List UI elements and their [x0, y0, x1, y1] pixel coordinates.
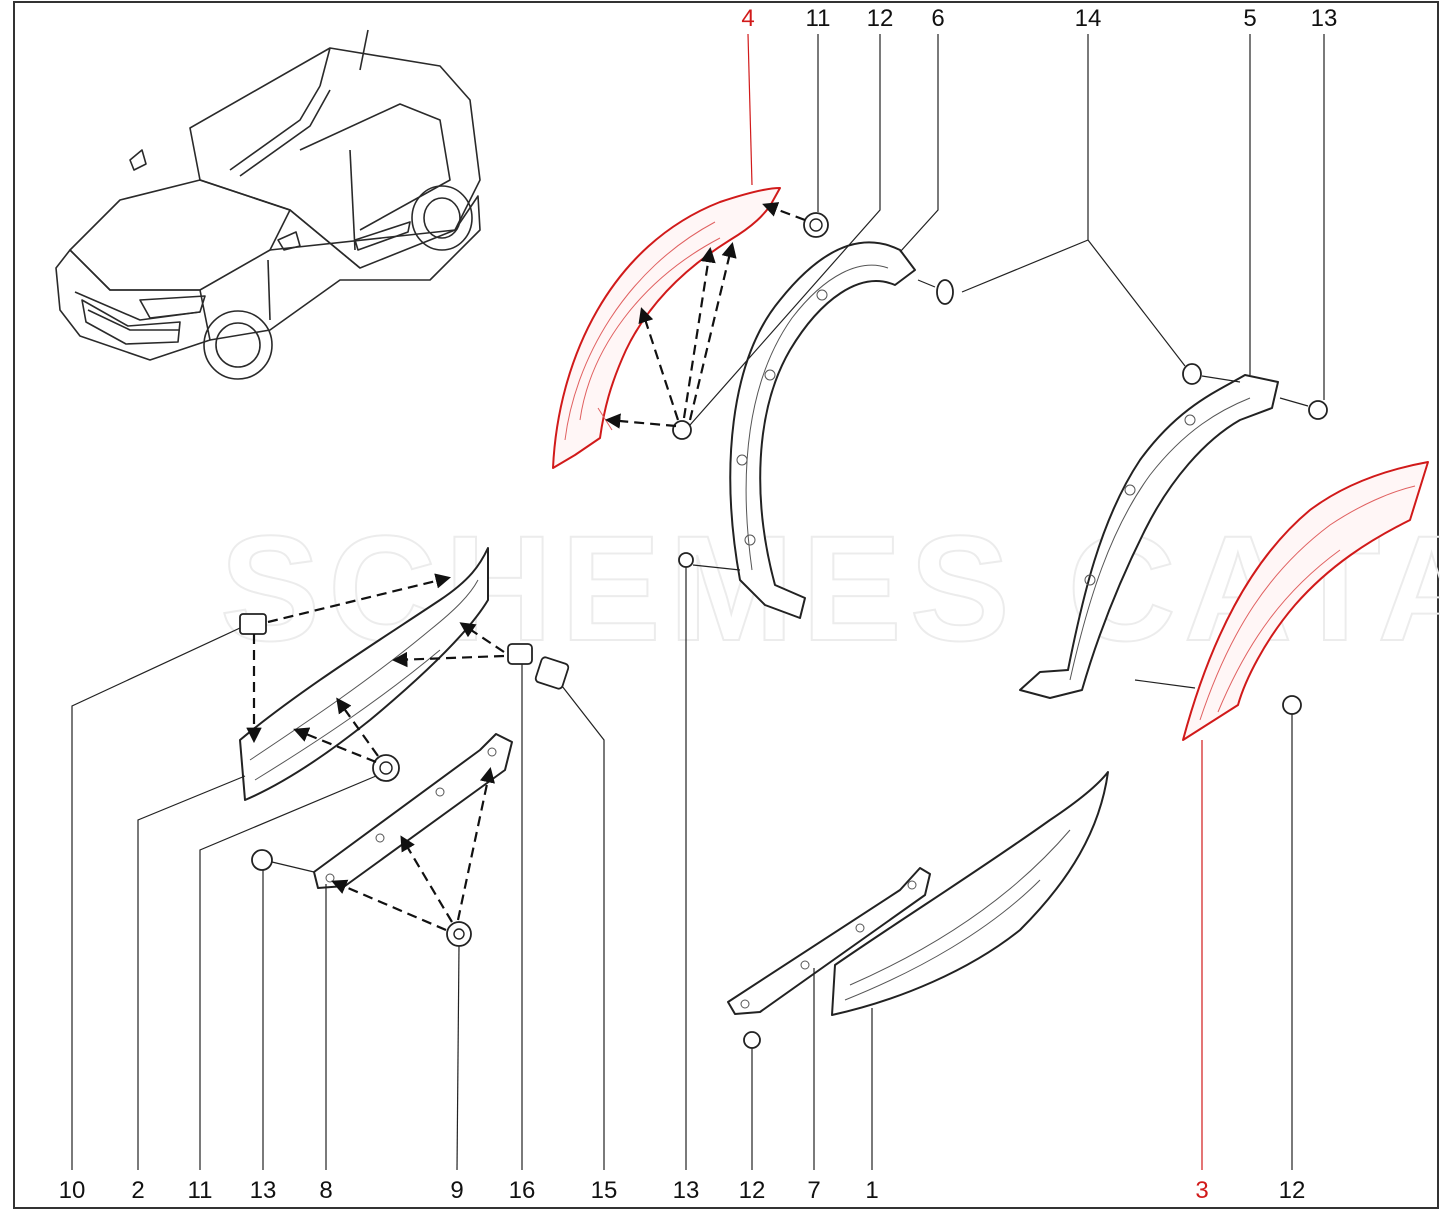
- label-part-7: 7: [807, 1177, 820, 1204]
- part-15-pad: [534, 656, 570, 690]
- car-overview-illustration: [55, 29, 481, 380]
- part-9-nut: [446, 921, 472, 947]
- part-14-grommet-right: [1182, 363, 1202, 385]
- part-5-rear-arch-bracket: [1019, 374, 1279, 699]
- label-part-6: 6: [931, 5, 944, 32]
- label-part-15: 15: [591, 1177, 618, 1204]
- part-10-clip: [239, 613, 267, 635]
- assembly-arrows-part-8: [331, 766, 495, 932]
- label-part-10: 10: [59, 1177, 86, 1204]
- part-13-clip-mid: [678, 552, 694, 568]
- part-13-clip-right: [1308, 400, 1328, 420]
- label-part-1: 1: [865, 1177, 878, 1204]
- leader-lines-bottom: [71, 567, 1293, 1171]
- label-part-14: 14: [1075, 5, 1102, 32]
- label-part-12-bottom-right: 12: [1279, 1177, 1306, 1204]
- part-3-rear-wheel-arch-trim: [1182, 461, 1429, 741]
- label-part-8: 8: [319, 1177, 332, 1204]
- label-part-2: 2: [131, 1177, 144, 1204]
- part-6-front-arch-bracket: [729, 241, 916, 619]
- label-part-12-top: 12: [867, 5, 894, 32]
- label-part-16: 16: [509, 1177, 536, 1204]
- diagram-frame: [13, 1, 1439, 1209]
- label-part-5: 5: [1243, 5, 1256, 32]
- label-part-11-top: 11: [806, 5, 831, 32]
- label-part-13-top: 13: [1311, 5, 1338, 32]
- part-7-rear-door-moulding-bracket: [727, 867, 931, 1015]
- part-12-clip-bottom: [743, 1031, 761, 1049]
- label-part-13-bottom-left: 13: [250, 1177, 277, 1204]
- label-part-11-bottom: 11: [188, 1177, 213, 1204]
- assembly-arrows-part-4: [604, 202, 806, 429]
- part-12-clip-right: [1282, 695, 1302, 715]
- label-part-3: 3: [1195, 1177, 1208, 1204]
- assembly-arrows-part-2: [246, 573, 505, 764]
- part-14-grommet-left: [936, 279, 954, 305]
- part-12-clip-top: [672, 420, 692, 440]
- part-8-door-moulding-bracket: [313, 733, 513, 889]
- part-13-clip-left: [251, 849, 273, 871]
- label-part-13-bottom-mid: 13: [673, 1177, 700, 1204]
- label-part-9: 9: [450, 1177, 463, 1204]
- callout-labels-top: 4 11 12 6 14 5 13: [741, 5, 1337, 32]
- leader-lines-top: [689, 33, 1325, 426]
- callout-labels-bottom: 10 2 11 13 8 9 16 15 13 12 7 1 3 12: [59, 1177, 1306, 1204]
- part-1-rear-door-moulding: [831, 771, 1109, 1016]
- part-11-nut-left: [372, 754, 400, 782]
- label-part-4: 4: [741, 5, 754, 32]
- part-16-clip: [507, 643, 533, 665]
- part-11-nut-top: [803, 212, 829, 238]
- label-part-12-bottom-mid: 12: [739, 1177, 766, 1204]
